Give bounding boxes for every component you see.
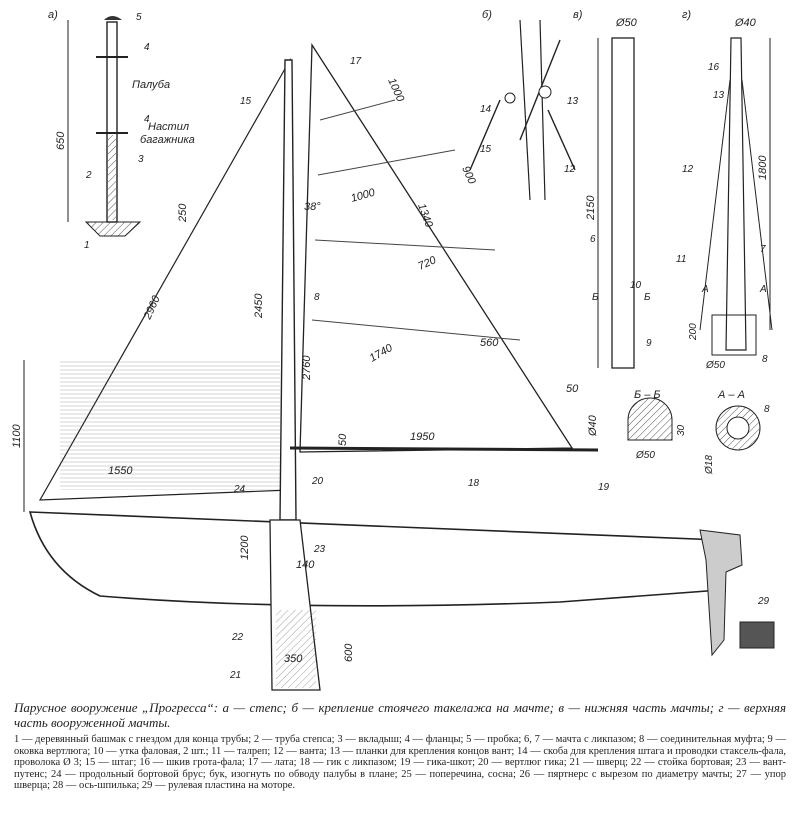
part-5: 5 [136, 12, 142, 23]
outboard-motor [699, 529, 743, 657]
part-13: 13 [567, 96, 579, 107]
part-24: 24 [233, 484, 246, 495]
figure-caption: Парусное вооружение „Прогресса“: а — сте… [14, 700, 786, 730]
dim-140: 140 [296, 559, 315, 571]
part-14: 14 [480, 104, 492, 115]
part-19: 19 [598, 482, 610, 493]
part-8g: 8 [762, 354, 768, 365]
part-1: 1 [84, 240, 90, 251]
part-6: 6 [590, 234, 596, 245]
rigging-drawing: а) 650 Палуба Настил багажника 5 4 4 3 2… [11, 9, 775, 691]
section-aa: А – А Ø18 8 [704, 389, 770, 475]
part-3: 3 [138, 154, 144, 165]
panel-b-fittings: б) 14 13 15 12 [469, 9, 579, 201]
part-11: 11 [676, 254, 686, 265]
part-13g: 13 [713, 90, 725, 101]
angle-38: 38° [304, 201, 321, 213]
part-18: 18 [468, 478, 480, 489]
lower-mast [611, 37, 635, 369]
dim-1000-top: 1000 [385, 76, 406, 104]
panel-g-upper-mast: г) Ø40 1800 200 Ø50 16 13 12 11 7 8 А А [676, 9, 773, 371]
dim-2450: 2450 [253, 293, 265, 319]
boom [289, 446, 599, 452]
dim-350: 350 [284, 653, 303, 665]
section-bb: Б – Б Ø50 30 [627, 389, 687, 461]
panel-g-label: г) [682, 9, 691, 21]
part-7: 7 [760, 244, 766, 255]
cap-plug [104, 16, 122, 20]
part-29: 29 [757, 596, 770, 607]
dim-2760: 2760 [301, 355, 313, 381]
part-10: 10 [630, 280, 642, 291]
part-12g: 12 [682, 164, 694, 175]
aa-title: А – А [717, 389, 745, 401]
part-16: 16 [708, 62, 720, 73]
dia-50-g: Ø50 [705, 360, 725, 371]
rudder-plate [739, 621, 775, 649]
figure-legend: 1 — деревянный башмак с гнездом для конц… [14, 734, 786, 792]
part-2: 2 [85, 170, 92, 181]
part-9: 9 [646, 338, 652, 349]
dim-250: 250 [177, 203, 189, 223]
dim-1950: 1950 [410, 431, 435, 443]
aa-dia: Ø18 [704, 455, 715, 475]
part-15m: 15 [240, 96, 252, 107]
dim-1100: 1100 [11, 423, 23, 448]
mainsail [299, 42, 574, 453]
dia-40: Ø40 [734, 17, 757, 29]
aa-part: 8 [764, 404, 770, 415]
part-15: 15 [480, 144, 492, 155]
bb-depth: 30 [676, 424, 687, 436]
panel-a-step: а) 650 Палуба Настил багажника 5 4 4 3 2… [48, 9, 195, 251]
dim-1200: 1200 [239, 535, 251, 560]
panel-v-label: в) [573, 9, 583, 21]
dia-40-main: Ø40 [587, 414, 599, 437]
insert [108, 135, 116, 220]
main-part-numbers: 15 17 8 18 19 20 24 23 22 21 29 [229, 56, 770, 681]
sec-b-left: Б [592, 292, 599, 303]
hull [28, 511, 721, 607]
part-22: 22 [231, 632, 244, 643]
dim-2150: 2150 [585, 195, 597, 221]
dim-200: 200 [688, 323, 699, 341]
dim-1800: 1800 [757, 155, 769, 180]
part-12: 12 [564, 164, 576, 175]
sec-b-right: Б [644, 292, 651, 303]
rack-label-2: багажника [140, 134, 195, 146]
dim-1550: 1550 [108, 465, 133, 477]
dim-900: 900 [459, 164, 478, 186]
part-23: 23 [313, 544, 326, 555]
rack-label-1: Настил [148, 121, 189, 133]
bb-dia: Ø50 [635, 450, 655, 461]
dim-650: 650 [55, 131, 67, 150]
part-4b: 4 [144, 114, 150, 125]
sec-a-right: А [759, 284, 767, 295]
wooden-shoe [84, 221, 142, 237]
part-21: 21 [229, 670, 241, 681]
dim-560: 560 [480, 337, 499, 349]
dim-600: 600 [343, 643, 355, 662]
part-8m: 8 [314, 292, 320, 303]
panel-b-label: б) [482, 9, 492, 21]
part-20: 20 [311, 476, 324, 487]
upper-mast [725, 37, 747, 351]
panel-a-label: а) [48, 9, 58, 21]
main-drawing: 1000 900 1000 1340 720 1740 250 38° 2960… [11, 42, 775, 691]
sec-a-left: А [701, 284, 709, 295]
part-17: 17 [350, 56, 362, 67]
part-4a: 4 [144, 42, 150, 53]
panel-v-lower-mast: в) Ø50 2150 10 6 9 Б Б [573, 9, 652, 369]
dim-50-main: 50 [337, 433, 349, 446]
dia-50: Ø50 [615, 17, 638, 29]
dim-50: 50 [566, 383, 579, 395]
deck-label: Палуба [132, 79, 170, 91]
